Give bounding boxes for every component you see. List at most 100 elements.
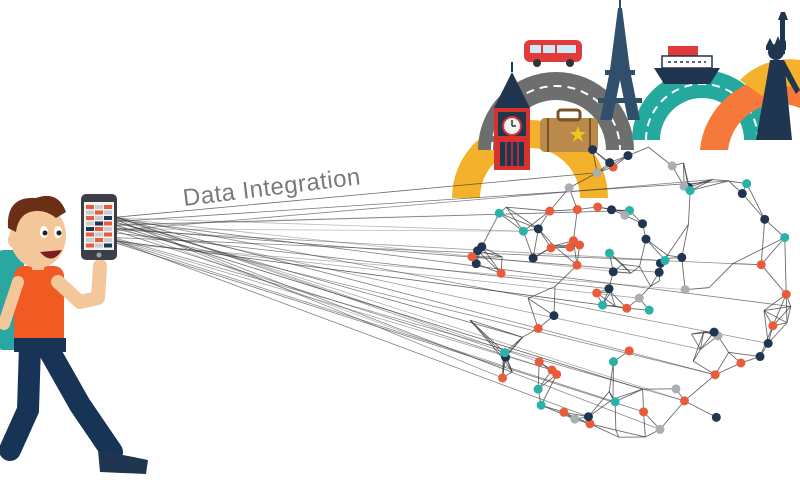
network-graph-icon <box>467 145 791 434</box>
eiffel-tower-icon <box>598 0 642 120</box>
network-node <box>547 365 557 375</box>
person-icon <box>0 195 148 474</box>
landmarks-group <box>452 0 800 198</box>
connection-line <box>111 220 523 338</box>
phone-screen-cell <box>104 238 112 242</box>
network-edge <box>746 183 766 220</box>
connection-line <box>111 236 685 402</box>
network-node <box>622 303 632 313</box>
network-edge <box>608 361 614 392</box>
connection-line <box>111 217 661 430</box>
network-edge <box>760 264 787 295</box>
connection-line <box>111 237 733 265</box>
network-node <box>496 268 506 278</box>
network-node <box>528 253 538 263</box>
network-node <box>736 358 746 368</box>
network-edge <box>522 231 534 259</box>
phone-screen-cell <box>95 216 103 220</box>
network-node <box>768 321 778 331</box>
network-edge <box>549 209 578 212</box>
connection-line <box>111 238 553 371</box>
phone-screen-cell <box>86 210 94 215</box>
phone-screen-cell <box>95 227 103 231</box>
network-node <box>598 300 608 310</box>
network-node <box>763 338 773 348</box>
network-node <box>572 260 582 270</box>
connection-line <box>111 227 716 376</box>
network-edge <box>760 237 786 265</box>
big-ben-icon <box>494 62 530 170</box>
network-edge <box>615 429 646 438</box>
network-node <box>549 311 559 321</box>
network-node <box>568 236 578 246</box>
network-edge <box>588 391 610 418</box>
network-node <box>572 205 582 215</box>
network-node <box>608 267 618 277</box>
network-edge <box>532 228 539 259</box>
network-node <box>533 323 543 333</box>
network-edge <box>785 294 788 323</box>
network-node <box>737 189 747 199</box>
network-node <box>710 370 720 380</box>
network-node <box>592 288 602 298</box>
network-edge <box>699 331 705 350</box>
network-edge <box>650 280 660 287</box>
statue-of-liberty-icon <box>756 12 800 140</box>
phone-screen-cell <box>104 227 112 231</box>
connection-line <box>111 223 643 390</box>
network-edge <box>667 223 689 256</box>
phone-screen-cell <box>86 243 94 248</box>
connection-line <box>111 172 598 218</box>
network-node <box>605 158 615 168</box>
connection-line <box>111 180 729 223</box>
network-edge <box>477 250 502 274</box>
network-node <box>583 412 593 422</box>
network-edge <box>469 319 506 358</box>
network-node <box>518 226 528 236</box>
network-edge <box>772 294 787 326</box>
connection-line <box>111 228 524 232</box>
network-edge <box>784 237 787 295</box>
network-edge <box>692 349 701 362</box>
phone-screen-cell <box>95 243 103 248</box>
network-node <box>592 168 602 178</box>
network-node <box>624 346 634 356</box>
network-edge <box>498 212 524 232</box>
network-edge <box>764 219 786 238</box>
network-edge <box>741 193 766 220</box>
network-edge <box>614 388 643 403</box>
network-node <box>533 224 543 234</box>
network-edge <box>684 374 716 402</box>
network-node <box>570 414 580 424</box>
network-node <box>685 186 695 196</box>
network-edge <box>728 351 761 357</box>
network-node <box>644 305 654 315</box>
network-node <box>607 205 617 215</box>
network-node <box>655 424 665 434</box>
network-edge <box>615 429 620 438</box>
connection-line <box>111 217 524 232</box>
network-node <box>667 161 677 171</box>
network-node <box>641 234 651 244</box>
connection-line <box>111 216 769 344</box>
connection-line <box>111 240 640 299</box>
phone-screen-cell <box>104 232 112 237</box>
suitcase-icon <box>540 108 598 152</box>
network-edge <box>732 263 762 266</box>
network-edge <box>481 212 500 247</box>
bus-icon <box>524 40 582 67</box>
connection-line <box>111 216 716 376</box>
network-edge <box>630 266 640 274</box>
phone-screen-cell <box>86 216 94 220</box>
network-edge <box>527 297 555 316</box>
network-node <box>620 210 630 220</box>
phone-screen-cell <box>95 238 103 242</box>
network-edge <box>540 404 576 420</box>
network-edge <box>708 263 734 288</box>
connection-line <box>111 218 791 307</box>
phone-screen-cell <box>86 221 94 226</box>
phone-screen-cell <box>104 243 112 248</box>
network-node <box>680 396 690 406</box>
network-node <box>498 373 508 383</box>
